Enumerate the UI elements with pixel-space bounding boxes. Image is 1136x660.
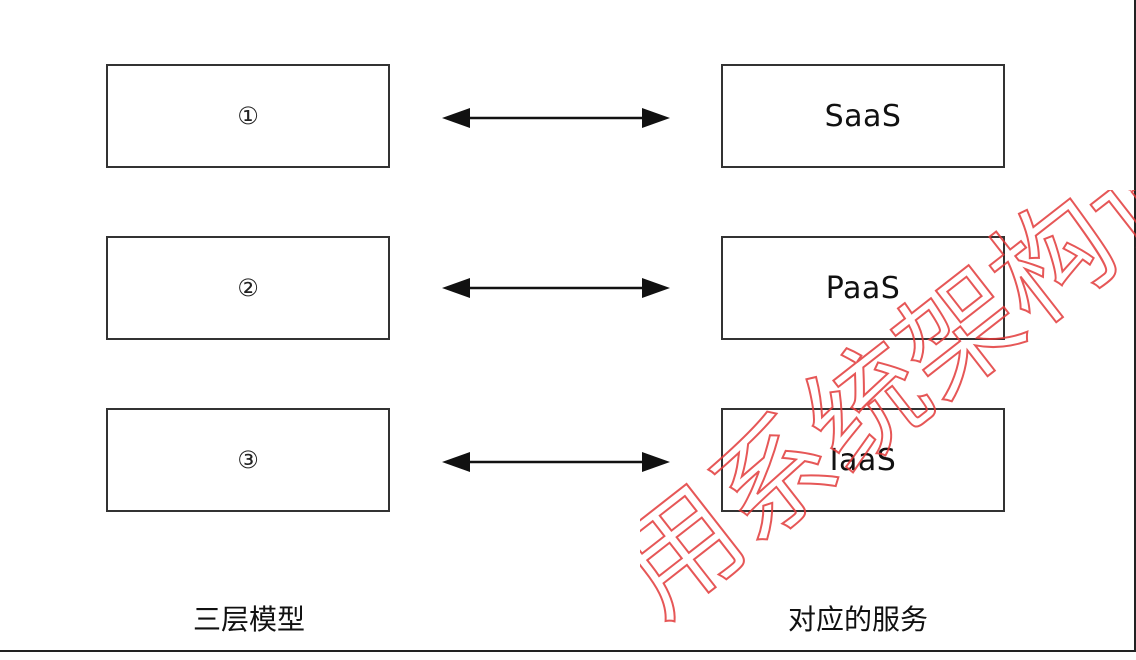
layer-number-2: ② [237,274,259,302]
caption-corresponding-services: 对应的服务 [788,603,929,636]
caption-three-layer-model: 三层模型 [193,603,306,636]
double-arrow-icon [442,108,670,128]
service-box-iaas: IaaS [721,408,1005,512]
service-label-saas: SaaS [824,98,902,134]
service-label-paas: PaaS [825,270,901,306]
layer-number-1: ① [237,102,259,130]
layer-box-1: ① [106,64,390,168]
service-box-paas: PaaS [721,236,1005,340]
service-box-saas: SaaS [721,64,1005,168]
double-arrow-icon [442,278,670,298]
layer-box-2: ② [106,236,390,340]
layer-box-3: ③ [106,408,390,512]
service-label-iaas: IaaS [829,442,897,478]
layer-number-3: ③ [237,446,259,474]
double-arrow-icon [442,452,670,472]
